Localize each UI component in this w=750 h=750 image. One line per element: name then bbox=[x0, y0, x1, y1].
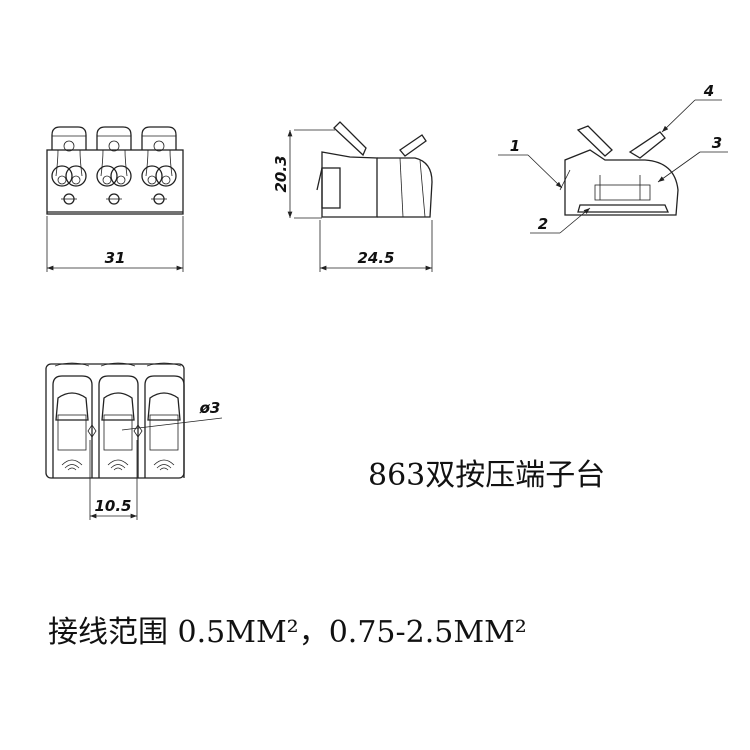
height-dimension: 20.3 bbox=[272, 155, 290, 192]
front-view: 31 bbox=[46, 126, 184, 272]
depth-dimension: 24.5 bbox=[357, 249, 394, 267]
wire-range-spec: 接线范围 0.5MM²，0.75-2.5MM² bbox=[48, 615, 527, 650]
section-view: 1 2 3 4 bbox=[498, 82, 728, 234]
pitch-dimension: 10.5 bbox=[94, 497, 131, 515]
hole-diameter-dimension: ø3 bbox=[199, 399, 221, 417]
side-view: 20.3 24.5 bbox=[272, 121, 433, 272]
width-dimension: 31 bbox=[105, 249, 126, 267]
product-title: 863双按压端子台 bbox=[368, 458, 605, 493]
callout-1: 1 bbox=[510, 137, 520, 155]
callout-4: 4 bbox=[703, 82, 714, 100]
top-view: ø3 10.5 bbox=[45, 362, 223, 520]
callout-3: 3 bbox=[712, 134, 722, 152]
callout-2: 2 bbox=[538, 215, 548, 233]
